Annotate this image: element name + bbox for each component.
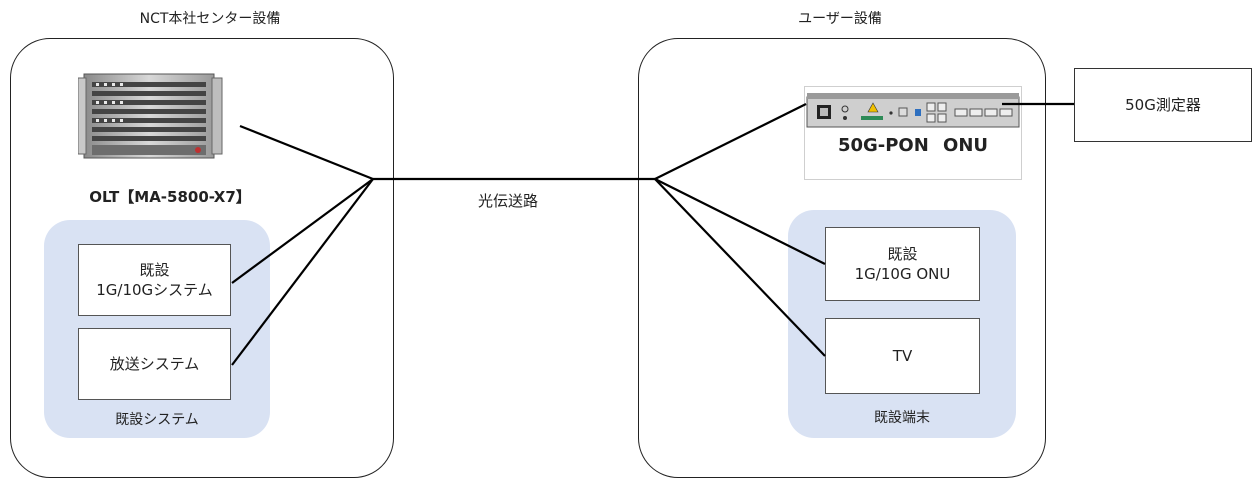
hub-to-tv-line bbox=[654, 178, 826, 357]
fiber-path-label: 光伝送路 bbox=[478, 192, 539, 210]
existing-system-caption: 既設システム bbox=[115, 412, 199, 428]
hub-to-existing-onu-line bbox=[654, 178, 826, 265]
olt-label: OLT【MA-5800-X7】 bbox=[89, 188, 251, 206]
olt-to-hub-line bbox=[239, 124, 374, 181]
existing-1g10g-onu-box: 既設 1G/10G ONU bbox=[825, 227, 980, 301]
onu-device-image: 50G-PON ONU bbox=[804, 86, 1022, 180]
onu-label: 50G-PON ONU bbox=[837, 135, 989, 156]
tv-box: TV bbox=[825, 318, 980, 394]
hub-to-onu-line bbox=[654, 103, 807, 180]
existing-terminal-caption: 既設端末 bbox=[874, 410, 930, 426]
50g-tester-box: 50G測定器 bbox=[1074, 68, 1252, 142]
connection-lines bbox=[231, 102, 1074, 366]
left-group-title: NCT本社センター設備 bbox=[139, 11, 281, 27]
existing-1g10g-system-box: 既設 1G/10Gシステム bbox=[78, 244, 231, 316]
olt-device-image bbox=[77, 72, 228, 162]
right-group-title: ユーザー設備 bbox=[798, 11, 882, 27]
broadcast-system-box: 放送システム bbox=[78, 328, 231, 400]
existing-system-to-hub-line bbox=[231, 178, 374, 284]
broadcast-to-hub-line bbox=[231, 178, 374, 366]
